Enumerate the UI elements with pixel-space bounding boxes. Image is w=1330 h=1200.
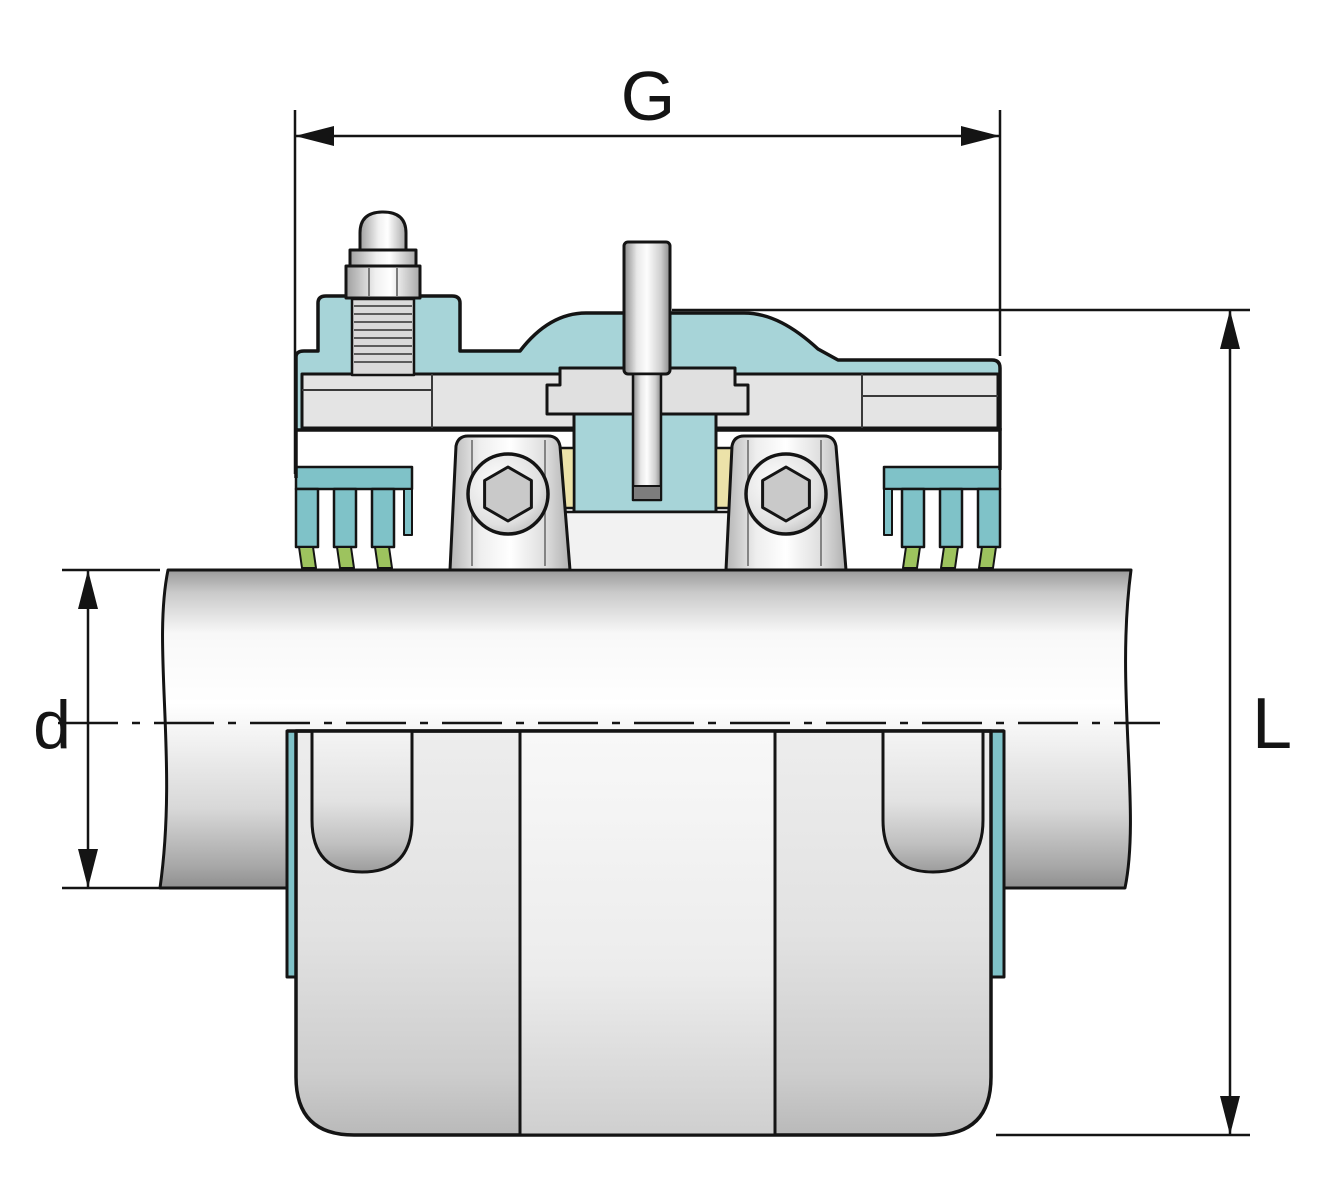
grease-fitting: [344, 210, 422, 300]
grease-fitting-ball: [358, 210, 408, 252]
mounting-stud-upper: [622, 240, 672, 376]
arrowhead-bottom: [1220, 1096, 1240, 1135]
grease-fitting-hex: [344, 264, 422, 300]
seal-lip: [298, 546, 317, 569]
mounting-stud-tip: [632, 485, 662, 501]
arrowhead-right: [961, 126, 1000, 146]
top-housing: [294, 210, 1002, 572]
shaft-arch-window-right: [881, 729, 985, 874]
cap-screw-left: [466, 452, 550, 536]
bearing-inner-ring: [554, 510, 736, 572]
labyrinth-seal-right: [882, 465, 1002, 569]
arrowhead-bottom: [78, 849, 98, 888]
bottom-housing: [285, 729, 1006, 1137]
seal-lip: [336, 546, 355, 569]
arrowhead-top: [1220, 310, 1240, 349]
labyrinth-seal-left: [294, 465, 414, 569]
grease-fitting-flange: [348, 248, 418, 268]
grease-fitting-hex-facets: [368, 268, 398, 296]
dimension-l: L: [672, 308, 1292, 1137]
cap-screw-right: [744, 452, 828, 536]
arrowhead-top: [78, 570, 98, 609]
dimension-d-label: d: [33, 687, 71, 763]
dimension-l-label: L: [1252, 684, 1292, 764]
hex-socket-right: [761, 465, 811, 523]
mounting-stud-shank: [631, 372, 663, 502]
seal-lip: [940, 546, 959, 569]
hex-socket-left: [483, 465, 533, 523]
mounting-stud: [622, 240, 672, 502]
grease-fitting-thread: [350, 297, 416, 377]
shaft-arch-window-left: [310, 729, 414, 874]
housing-split-band-lines: [302, 374, 998, 428]
seal-lip: [902, 546, 921, 569]
dimension-g: G: [293, 57, 1002, 474]
dimension-d: d: [33, 568, 160, 890]
seal-lip: [374, 546, 393, 569]
bottom-housing-center-block: [518, 729, 777, 1137]
arrowhead-left: [295, 126, 334, 146]
seal-lip: [978, 546, 997, 569]
dimension-g-label: G: [621, 57, 675, 135]
